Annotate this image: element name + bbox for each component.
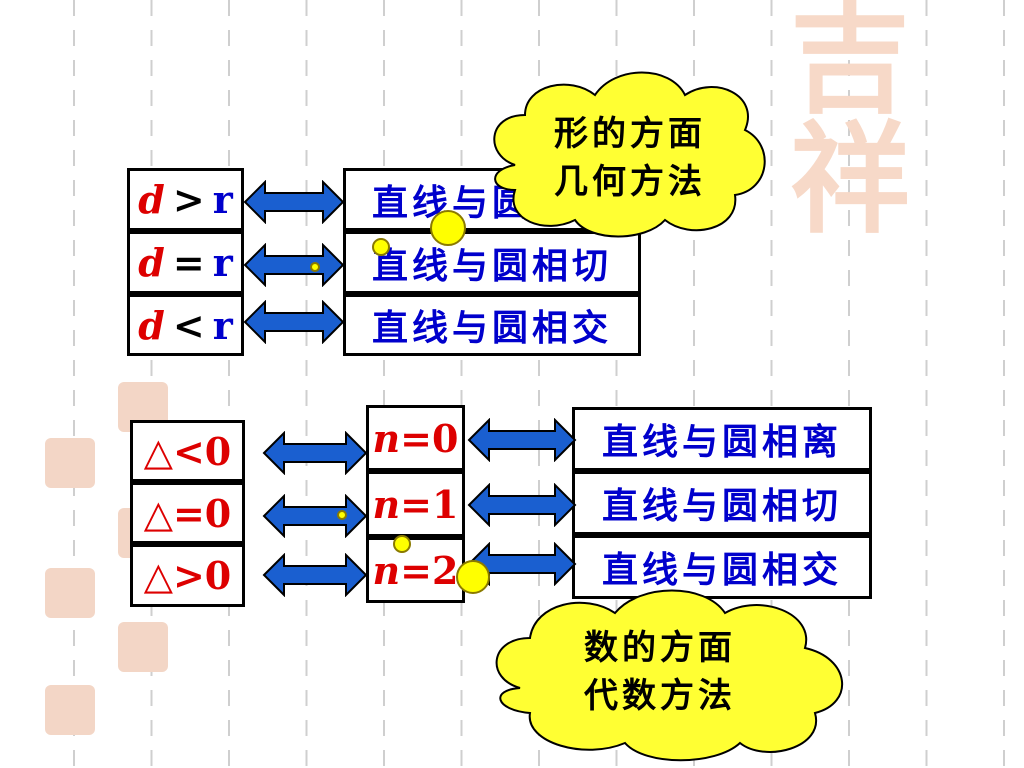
cloud-bubble <box>372 238 390 256</box>
cloud-bubble <box>430 210 466 246</box>
operator: = <box>172 240 205 285</box>
thought-cloud-geometry <box>493 71 766 238</box>
var-n: n <box>372 415 401 461</box>
var-d: d <box>138 240 165 285</box>
double-arrow-icon <box>262 431 368 475</box>
count-n-0: n=0 <box>366 405 465 471</box>
var-r: r <box>212 177 233 222</box>
decorative-seal <box>45 568 95 618</box>
decorative-seal <box>45 438 95 488</box>
cloud-bubble <box>337 510 347 520</box>
var-d: d <box>138 302 165 348</box>
relation-tangent: 直线与圆相切 <box>343 231 641 294</box>
cloud-line: 几何方法 <box>554 162 706 202</box>
cloud-bubble <box>310 262 320 272</box>
decorative-seal-large: 吉祥 <box>790 0 910 250</box>
var-d: d <box>138 177 165 222</box>
double-arrow-icon <box>262 494 368 538</box>
double-arrow-icon <box>262 553 368 597</box>
decorative-seal <box>118 622 168 672</box>
var-n: n <box>372 481 401 527</box>
double-arrow-icon <box>467 418 577 462</box>
count-value: =2 <box>400 547 459 593</box>
discriminant-negative: △<0 <box>130 420 245 482</box>
condition-d-lt-r: d < r <box>127 294 244 356</box>
var-r: r <box>212 240 233 285</box>
relation-intersect: 直线与圆相交 <box>343 294 641 356</box>
var-r: r <box>212 302 233 348</box>
cloud-text-algebra: 数的方面 代数方法 <box>565 624 755 720</box>
count-value: =1 <box>400 481 459 527</box>
double-arrow-icon <box>243 180 345 224</box>
relation-separate: 直线与圆相离 <box>572 407 872 471</box>
count-n-2: n=2 <box>366 537 465 603</box>
operator: > <box>172 177 205 222</box>
cloud-bubble <box>456 560 490 594</box>
operator: < <box>172 302 205 348</box>
cloud-bubble <box>393 535 411 553</box>
var-n: n <box>372 547 401 593</box>
relation-tangent: 直线与圆相切 <box>572 471 872 535</box>
cloud-line: 形的方面 <box>554 114 706 154</box>
count-n-1: n=1 <box>366 471 465 537</box>
relation-intersect: 直线与圆相交 <box>572 535 872 599</box>
cloud-line: 数的方面 <box>584 628 736 668</box>
cloud-text-geometry: 形的方面 几何方法 <box>540 110 720 206</box>
discriminant-positive: △>0 <box>130 544 245 607</box>
double-arrow-icon <box>467 483 577 527</box>
cloud-line: 代数方法 <box>584 676 736 716</box>
double-arrow-icon <box>243 243 345 287</box>
thought-cloud-algebra <box>495 589 843 762</box>
discriminant-zero: △=0 <box>130 482 245 544</box>
count-value: =0 <box>400 415 459 461</box>
condition-d-gt-r: d > r <box>127 168 244 231</box>
double-arrow-icon <box>243 300 345 344</box>
decorative-seal <box>45 685 95 735</box>
condition-d-eq-r: d = r <box>127 231 244 294</box>
